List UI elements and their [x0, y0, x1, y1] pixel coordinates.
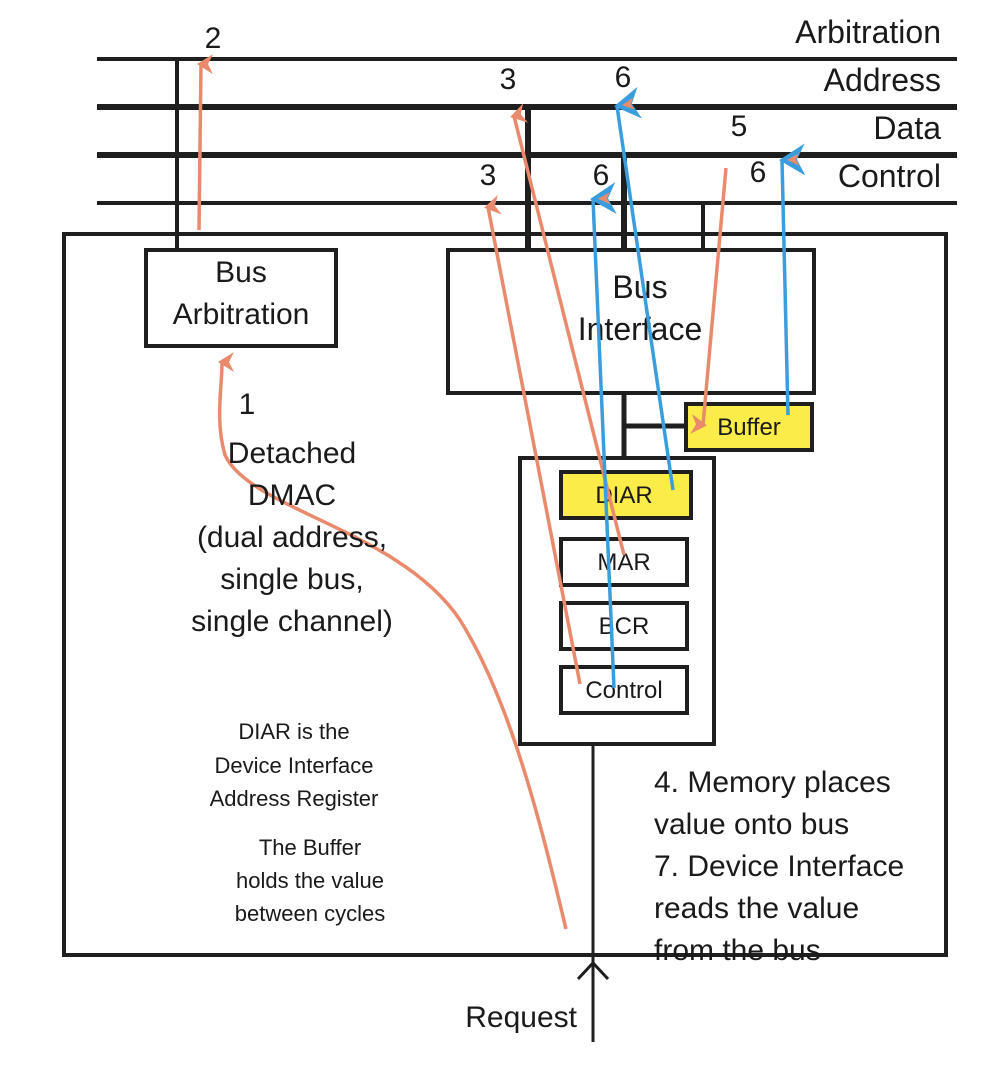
- buffer-note: The Buffer holds the value between cycle…: [235, 835, 385, 926]
- note-line: from the bus: [654, 934, 821, 967]
- steps-note: 4. Memory places value onto bus 7. Devic…: [654, 766, 904, 967]
- bus-label-control: Control: [838, 158, 941, 194]
- dmac-title: Detached DMAC (dual address, single bus,…: [191, 437, 393, 638]
- buffer-block: [684, 402, 814, 452]
- request-arrowhead-icon: [576, 960, 610, 981]
- note-line: value onto bus: [654, 808, 849, 841]
- step-6-address-label: 6: [615, 61, 632, 94]
- note-line: 4. Memory places: [654, 766, 891, 799]
- step-6-control-arrow-a: [590, 182, 617, 689]
- step-5-label: 5: [731, 110, 748, 143]
- title-line: single bus,: [220, 563, 363, 596]
- step-6-control-arrow-b: [779, 143, 806, 416]
- title-line: (dual address,: [197, 521, 387, 554]
- bus-label-address: Address: [824, 62, 941, 98]
- bus-arbitration-label-1: Bus: [215, 256, 267, 289]
- note-line: between cycles: [235, 901, 385, 926]
- step-3-address-label: 3: [500, 63, 517, 96]
- step-5-arrow: [690, 167, 728, 434]
- control-register-label: Control: [585, 677, 662, 704]
- step-2-arrow: [197, 54, 214, 231]
- step-3-control-arrow: [484, 194, 582, 685]
- note-line: reads the value: [654, 892, 859, 925]
- note-line: Address Register: [210, 786, 379, 811]
- control-register: [559, 665, 689, 715]
- note-line: 7. Device Interface: [654, 850, 904, 883]
- note-line: holds the value: [236, 868, 384, 893]
- note-line: The Buffer: [259, 835, 361, 860]
- step-6-control-label-a: 6: [593, 159, 610, 192]
- step-1-arrow: [217, 352, 568, 930]
- buffer-label: Buffer: [717, 414, 781, 441]
- step-6-control-label-b: 6: [750, 156, 767, 189]
- bus-interface-block: [446, 248, 816, 395]
- step-2-label: 2: [205, 22, 222, 55]
- title-line: Detached: [228, 437, 356, 470]
- note-line: DIAR is the: [238, 719, 349, 744]
- bus-arbitration-label-2: Arbitration: [173, 298, 310, 331]
- step-6-address-arrow: [614, 86, 675, 491]
- title-line: DMAC: [248, 479, 336, 512]
- bus-label-arbitration: Arbitration: [795, 14, 941, 50]
- diar-register: [559, 470, 693, 520]
- bus-arbitration-block: [144, 248, 338, 348]
- bus-label-data: Data: [873, 110, 941, 146]
- bcr-register: [559, 601, 689, 651]
- title-line: single channel): [191, 605, 393, 638]
- request-label: Request: [465, 1001, 577, 1034]
- step-3-control-label: 3: [480, 159, 497, 192]
- bcr-register-label: BCR: [599, 613, 650, 640]
- step-1-label: 1: [239, 388, 256, 421]
- diar-note: DIAR is the Device Interface Address Reg…: [210, 719, 379, 811]
- note-line: Device Interface: [215, 753, 374, 778]
- mar-register: [559, 537, 689, 587]
